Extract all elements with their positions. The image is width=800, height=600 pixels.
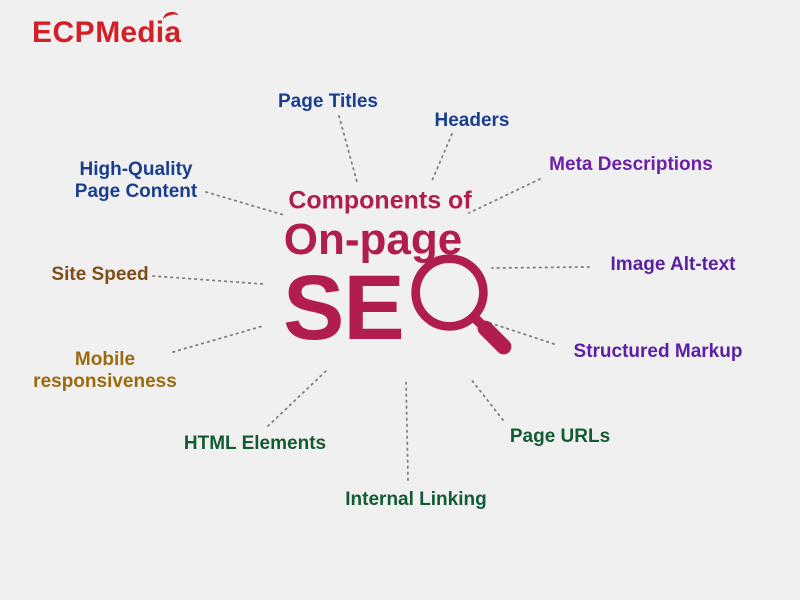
- label-site-speed: Site Speed: [51, 264, 149, 286]
- label-mobile-responsiveness: Mobile responsiveness: [33, 349, 177, 392]
- seo-wordmark: SE: [283, 250, 522, 366]
- center-title: On-page: [283, 215, 463, 264]
- label-image-alt-text: Image Alt-text: [610, 254, 736, 276]
- logo: ECPMedia: [32, 10, 182, 49]
- label-structured-markup: Structured Markup: [573, 341, 743, 363]
- label-high-quality-page-content: High-Quality Page Content: [74, 159, 198, 202]
- connector-line-high-quality-page-content: [205, 191, 285, 216]
- connector-line-structured-markup: [486, 321, 555, 345]
- connector-line-site-speed: [152, 275, 264, 285]
- connector-line-internal-linking: [405, 379, 409, 481]
- connector-line-image-alt-text: [491, 266, 590, 269]
- connector-line-mobile-responsiveness: [172, 325, 264, 353]
- connector-line-headers: [430, 133, 453, 184]
- logo-ecp: ECP: [32, 16, 96, 49]
- seo-text: SE: [283, 257, 405, 359]
- label-html-elements: HTML Elements: [183, 433, 327, 455]
- connector-line-html-elements: [267, 370, 327, 427]
- label-page-titles: Page Titles: [278, 91, 378, 113]
- label-headers: Headers: [434, 110, 510, 132]
- magnifying-glass-icon: [411, 254, 512, 355]
- logo-media: Media: [95, 16, 182, 49]
- label-meta-descriptions: Meta Descriptions: [549, 154, 713, 176]
- connector-line-page-titles: [338, 115, 358, 183]
- connector-line-page-urls: [469, 377, 504, 421]
- label-internal-linking: Internal Linking: [345, 489, 487, 511]
- center-subtitle: Components of: [288, 186, 472, 215]
- label-page-urls: Page URLs: [509, 426, 611, 448]
- connector-line-meta-descriptions: [468, 178, 541, 214]
